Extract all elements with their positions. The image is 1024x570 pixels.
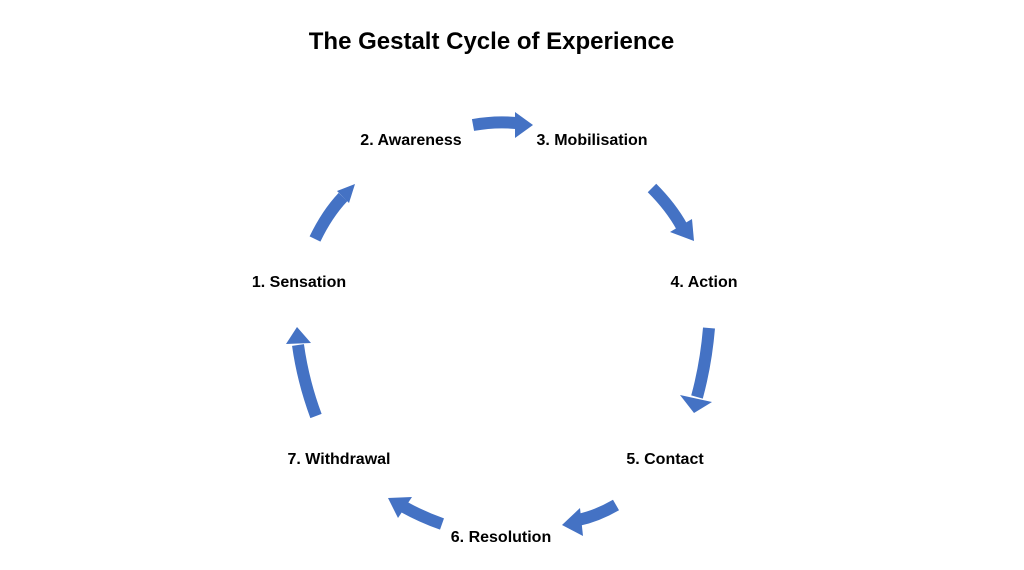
arrow-action-to-contact: [680, 327, 715, 413]
arrow-mobilisation-to-action: [647, 183, 694, 241]
arrow-resolution-to-withdrawal: [388, 497, 445, 530]
stage-contact: 5. Contact: [626, 451, 704, 468]
arrow-sensation-to-awareness: [309, 184, 355, 242]
stage-mobilisation: 3. Mobilisation: [536, 132, 648, 149]
stage-sensation: 1. Sensation: [251, 274, 347, 291]
stage-action: 4. Action: [670, 274, 738, 291]
arrow-contact-to-resolution: [562, 499, 620, 536]
stage-resolution: 6. Resolution: [450, 529, 552, 546]
stage-awareness: 2. Awareness: [360, 132, 462, 149]
diagram-title: The Gestalt Cycle of Experience: [308, 28, 675, 55]
arrow-withdrawal-to-sensation: [286, 327, 322, 419]
arrow-awareness-to-mobilisation: [471, 112, 533, 138]
stage-withdrawal: 7. Withdrawal: [287, 451, 391, 468]
